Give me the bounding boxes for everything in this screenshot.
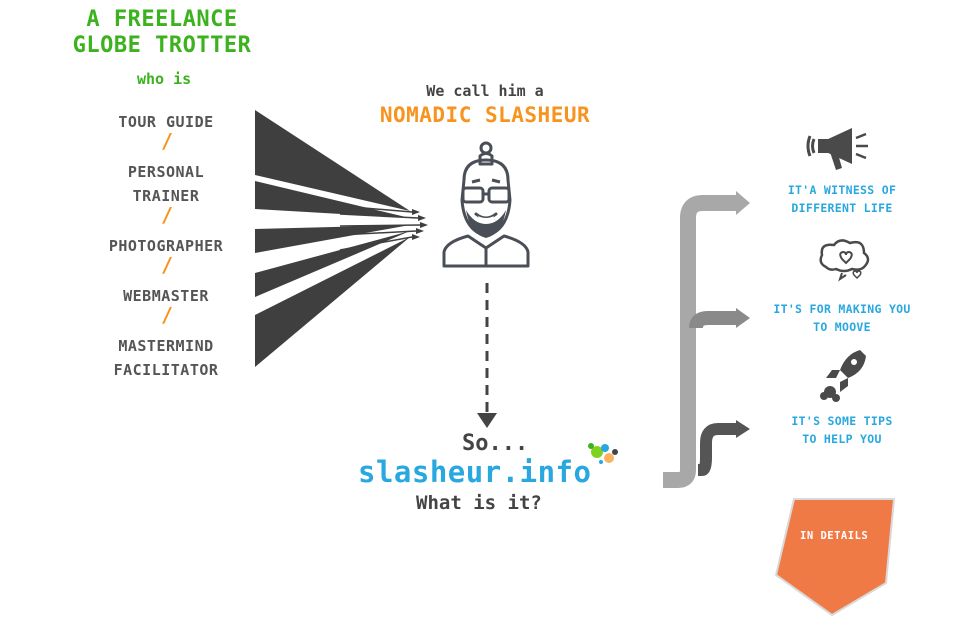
role-separator: /: [160, 253, 174, 277]
role-personal-trainer-line1: PERSONAL: [127, 163, 205, 181]
role-separator: /: [160, 303, 174, 327]
branch-connector: [663, 191, 750, 488]
feature-1-line1: IT'A WITNESS OF: [787, 183, 897, 197]
role-personal-trainer-line2: TRAINER: [132, 187, 200, 205]
headline-line2: GLOBE TROTTER: [72, 33, 252, 58]
so-text: So...: [462, 431, 529, 456]
in-details-button-label[interactable]: IN DETAILS: [800, 530, 869, 542]
in-details-badge[interactable]: [772, 497, 896, 619]
role-webmaster: WEBMASTER: [123, 287, 209, 305]
role-photographer: PHOTOGRAPHER: [108, 237, 224, 255]
wedge-5: [255, 237, 410, 367]
role-separator: /: [160, 129, 174, 153]
wedge-3: [255, 225, 410, 253]
rocket-icon: [820, 350, 866, 402]
wedge-1: [255, 110, 410, 211]
role-mastermind-line2: FACILITATOR: [113, 361, 219, 379]
paint-splash-icon: [588, 443, 618, 464]
call-him-text: We call him a: [426, 82, 544, 100]
role-separator: /: [160, 203, 174, 227]
role-tour-guide: TOUR GUIDE: [118, 113, 214, 131]
feature-2-line2: TO MOOVE: [813, 320, 871, 334]
role-mastermind-line1: MASTERMIND: [118, 337, 214, 355]
site-name[interactable]: slasheur.info: [358, 455, 592, 489]
wedge-4: [255, 231, 410, 297]
converging-arrows: [255, 110, 428, 367]
headline-line1: A FREELANCE: [86, 7, 238, 32]
what-is-it-text: What is it?: [416, 492, 542, 514]
feature-3-line1: IT'S SOME TIPS: [791, 414, 893, 428]
who-is-label: who is: [137, 70, 192, 88]
heart-cloud-icon: [819, 239, 870, 282]
nomadic-slasheur-title: NOMADIC SLASHEUR: [379, 103, 591, 127]
avatar: [442, 141, 530, 268]
megaphone-icon: [806, 128, 868, 170]
feature-1-line2: DIFFERENT LIFE: [791, 201, 893, 215]
dashed-arrow-down: [477, 283, 497, 428]
feature-3-line2: TO HELP YOU: [802, 432, 882, 446]
feature-2-line1: IT'S FOR MAKING YOU: [773, 302, 911, 316]
